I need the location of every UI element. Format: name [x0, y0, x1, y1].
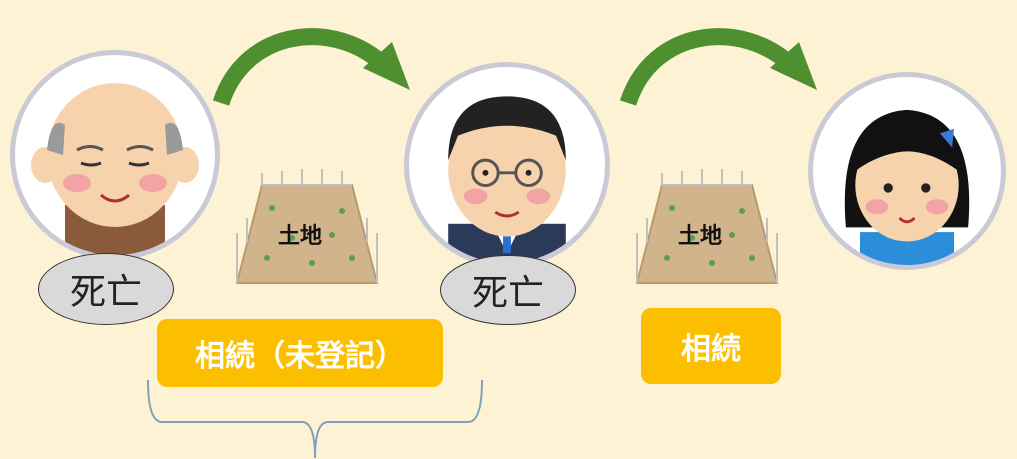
- land-label: 土地: [278, 224, 323, 249]
- inheritance-unregistered-label: 相続（未登記）: [157, 319, 443, 387]
- inheritance-text: 相続（未登記）: [195, 339, 405, 374]
- inheritance-label: 相続: [641, 308, 781, 384]
- arrow-icon: [619, 28, 817, 106]
- death-text: 死亡: [69, 272, 142, 313]
- land-label: 土地: [678, 224, 723, 249]
- death-label: 死亡: [440, 255, 576, 325]
- death-text: 死亡: [471, 273, 544, 314]
- land-plot-icon: [632, 163, 782, 293]
- father-avatar: [404, 62, 610, 268]
- death-label: 死亡: [38, 253, 174, 325]
- bracket-divider: [147, 379, 483, 459]
- arrow-icon: [212, 28, 410, 106]
- daughter-avatar: [808, 72, 1006, 270]
- grandfather-avatar: [10, 50, 220, 260]
- inheritance-text: 相続: [681, 332, 741, 367]
- land-plot-icon: [232, 163, 382, 293]
